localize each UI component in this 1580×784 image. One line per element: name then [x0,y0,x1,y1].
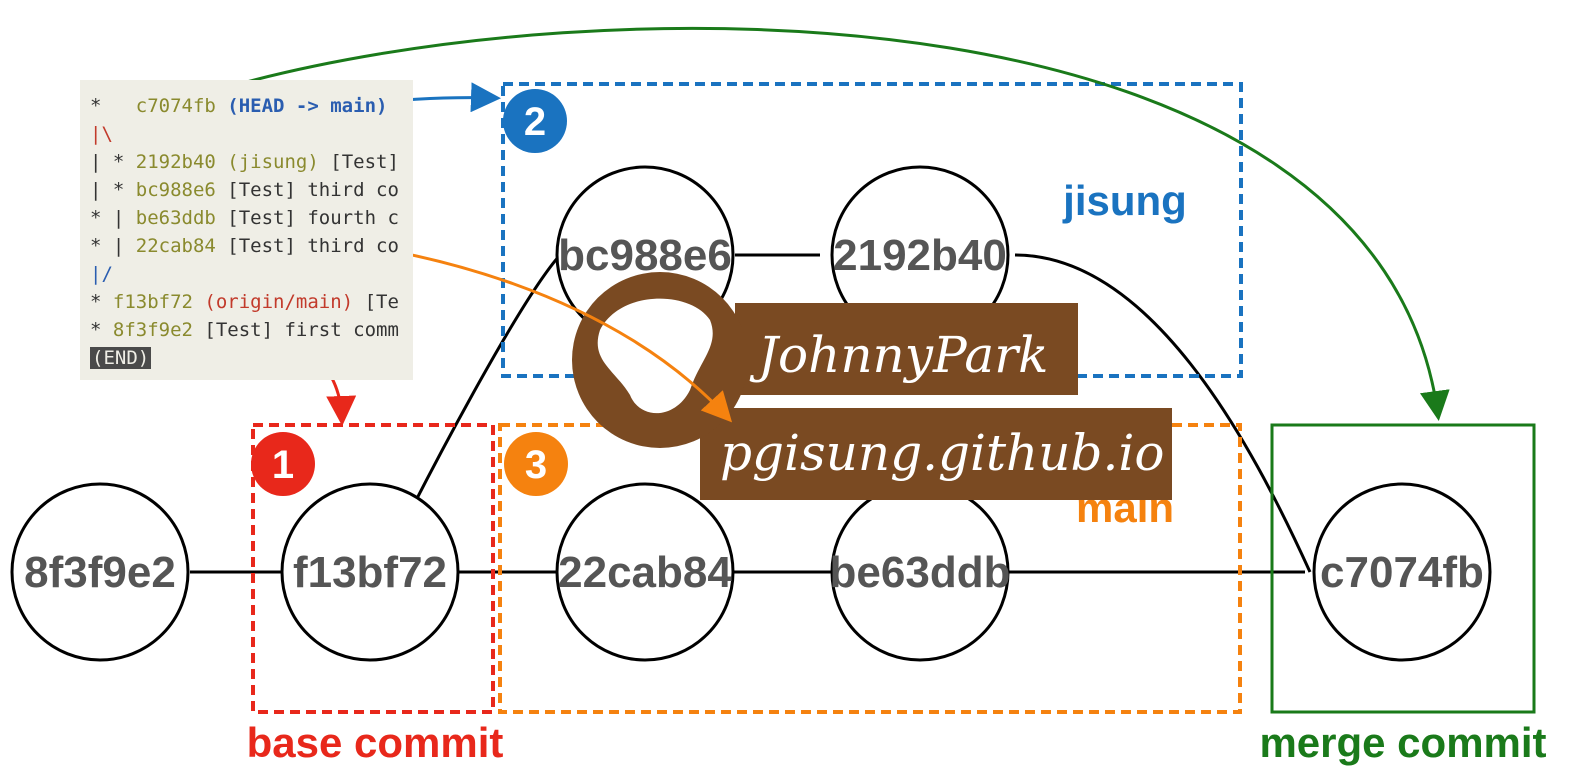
svg-text:2: 2 [524,100,546,144]
merge-commit-region [1270,423,1536,714]
svg-text:8f3f9e2: 8f3f9e2 [24,548,176,597]
commit-node-be63ddb: be63ddb [830,482,1011,662]
commit-node-f13bf72: f13bf72 [280,482,460,662]
svg-text:1: 1 [272,443,294,487]
watermark-name: JohnnyPark [749,326,1048,384]
log-line-8: * f13bf72 (origin/main) [Te [90,291,399,313]
svg-text:c7074fb: c7074fb [1320,548,1484,597]
log-line-6: * | 22cab84 [Test] third co [90,235,399,257]
commit-node-22cab84: 22cab84 [555,482,735,662]
branch-label-jisung: jisung [1062,177,1187,224]
watermark-site-bg [700,408,1172,500]
log-end-marker: (END) [90,347,152,369]
badge-two: 2 [503,89,567,153]
svg-text:3: 3 [525,443,547,487]
branch-join-line [1014,253,1312,573]
log-line-7: |/ [90,263,113,285]
base-commit-region [251,423,495,714]
svg-text:bc988e6: bc988e6 [558,231,732,280]
svg-text:22cab84: 22cab84 [558,548,732,597]
watermark-name-bg [735,303,1078,395]
caption-base-commit: base commit [247,719,504,766]
log-line-5: * | be63ddb [Test] fourth c [90,207,399,229]
badge-one: 1 [251,432,315,496]
log-line-4: | * bc988e6 [Test] third co [90,179,399,201]
arrow-merge [220,26,1450,421]
git-log-terminal: * c7074fb (HEAD -> main) |\ | * 2192b40 … [80,80,413,380]
watermark-site: pgisung.github.io [720,424,1164,482]
commit-node-8f3f9e2: 8f3f9e2 [10,482,190,662]
badge-three: 3 [504,432,568,496]
log-line-9: * 8f3f9e2 [Test] first comm [90,319,399,341]
svg-text:f13bf72: f13bf72 [293,548,447,597]
caption-merge-commit: merge commit [1259,719,1546,766]
watermark: JohnnyPark pgisung.github.io [572,272,1172,500]
log-line-2: |\ [90,123,113,145]
svg-text:be63ddb: be63ddb [830,548,1011,597]
svg-text:2192b40: 2192b40 [833,231,1007,280]
log-line-3: | * 2192b40 (jisung) [Test] [90,151,399,173]
commit-node-c7074fb: c7074fb [1312,482,1492,662]
log-line-1: * c7074fb (HEAD -> main) [90,95,388,117]
commit-node-2192b40: 2192b40 [830,165,1010,345]
